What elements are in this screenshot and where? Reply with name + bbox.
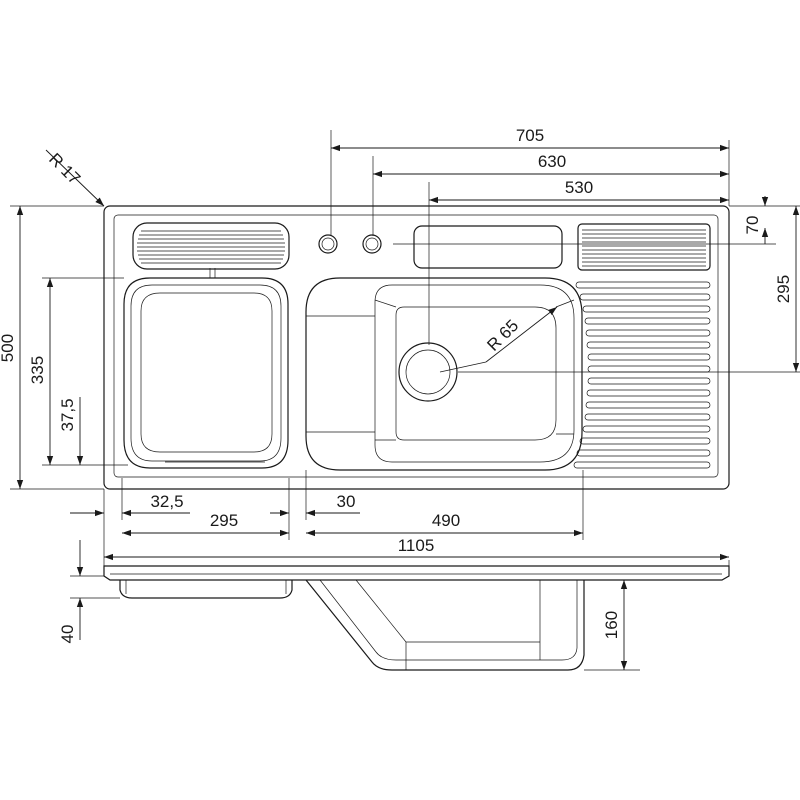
- inner-rim: [113, 214, 719, 478]
- dim-label-530: 530: [565, 178, 593, 197]
- extension-lines: [10, 130, 800, 671]
- dim-label-160: 160: [602, 611, 621, 639]
- overflow-slot: [413, 225, 563, 269]
- tap-hole-right: [362, 234, 382, 254]
- sink-plan-view: [103, 205, 730, 490]
- waste-outlet: [398, 342, 458, 402]
- dim-label-32-5: 32,5: [150, 492, 183, 511]
- dimension-lines: [16, 144, 800, 670]
- dim-label-490: 490: [432, 511, 460, 530]
- dim-label-40: 40: [58, 625, 77, 644]
- dim-label-30: 30: [337, 492, 356, 511]
- dim-label-630: 630: [538, 152, 566, 171]
- tap-hole-left: [318, 234, 338, 254]
- dim-label-335: 335: [28, 356, 47, 384]
- dim-label-1105: 1105: [398, 536, 435, 555]
- dim-label-500: 500: [0, 334, 17, 362]
- small-bowl-profile: [119, 580, 293, 599]
- leader-r17: [45, 149, 105, 207]
- dim-label-295-right: 295: [774, 275, 793, 303]
- dim-label-295-bottom: 295: [210, 511, 238, 530]
- large-bowl-profile: [305, 579, 585, 671]
- dimension-labels: R 17 705 630 530 70 295 500 335 37,5 R 6…: [0, 126, 793, 643]
- sink-side-view: [103, 565, 730, 671]
- dim-label-37-5: 37,5: [58, 398, 77, 431]
- small-drainer-strip: [132, 222, 290, 270]
- outer-rim: [103, 205, 730, 490]
- drainer-ribs: [573, 281, 711, 469]
- drainer-top-grooves: [577, 223, 711, 271]
- leader-r65: [485, 306, 558, 363]
- large-bowl: [305, 277, 583, 471]
- small-bowl: [123, 268, 289, 469]
- dim-label-705: 705: [516, 126, 544, 145]
- dim-label-70: 70: [743, 216, 762, 235]
